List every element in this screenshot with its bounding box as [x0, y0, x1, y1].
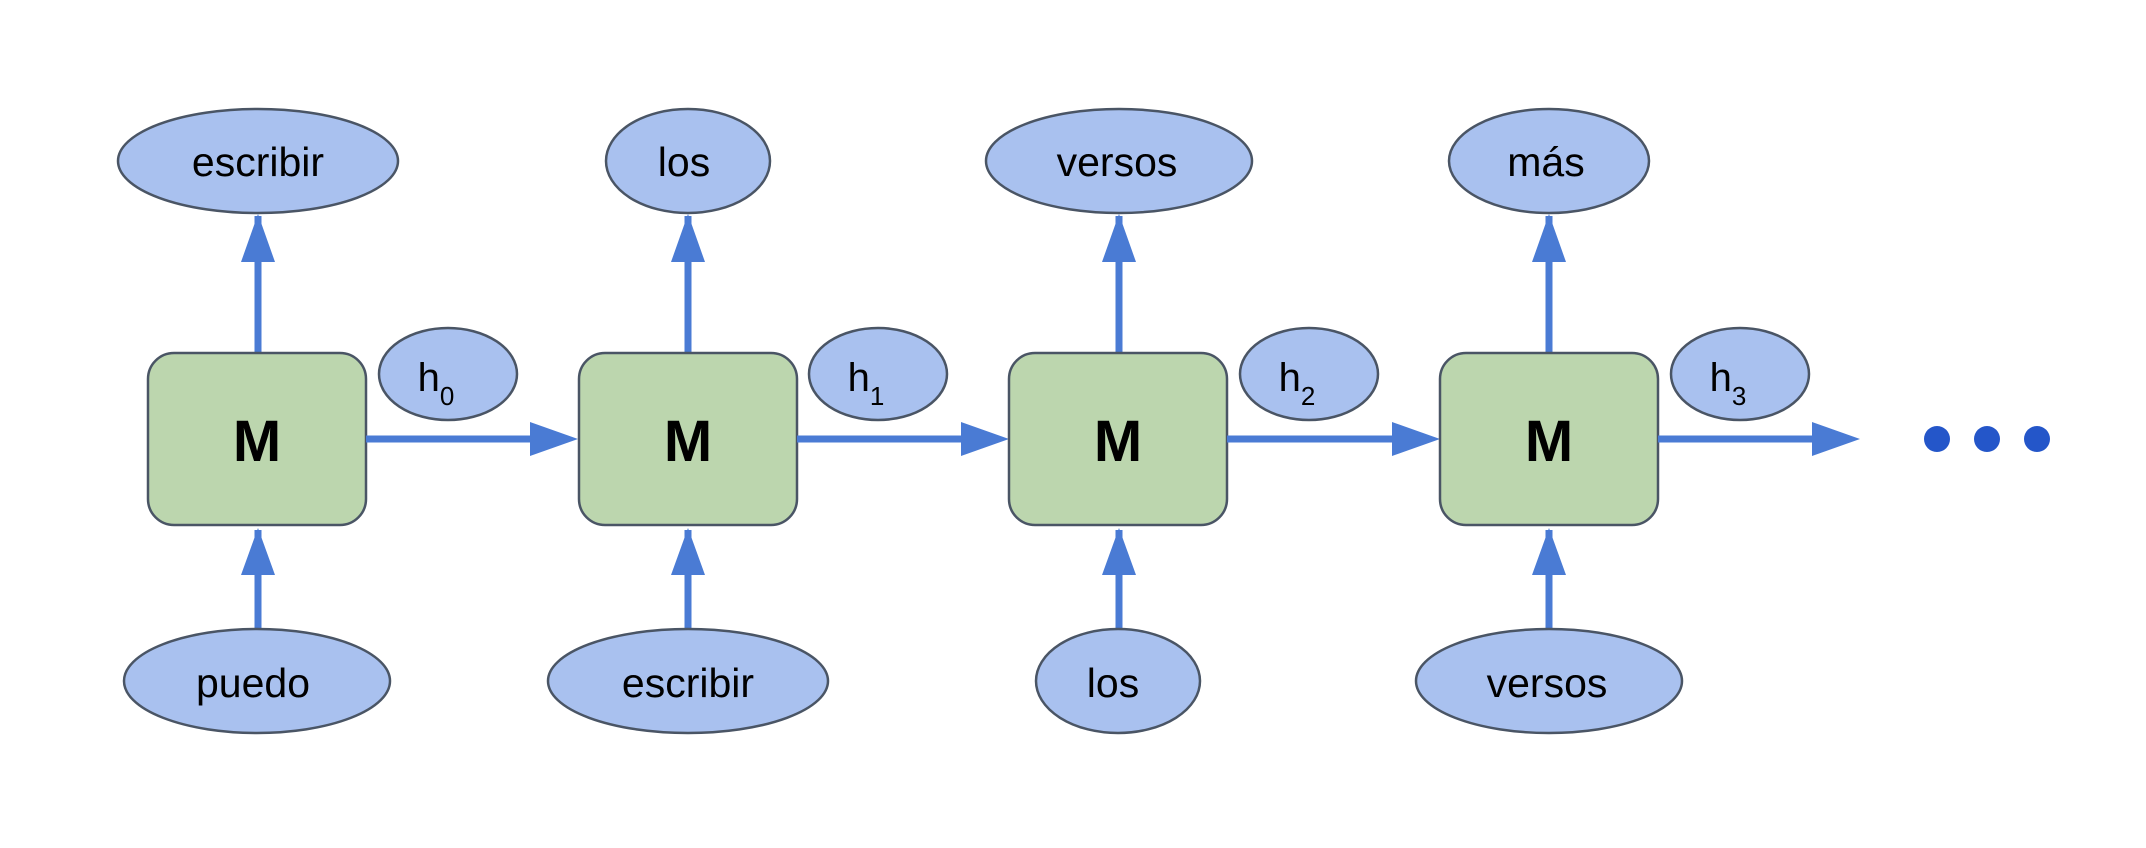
hidden-state-1	[807, 326, 949, 422]
input-token-0-label: puedo	[196, 660, 310, 706]
ellipsis-dot-2	[1974, 426, 2000, 452]
input-arrowhead-2	[1102, 528, 1136, 575]
step-2: versos M los h2	[984, 107, 1440, 735]
hidden-state-0-base: h	[418, 356, 440, 400]
hidden-state-2-label: h2	[1279, 356, 1316, 411]
step-0: escribir M puedo h0	[116, 107, 578, 735]
input-token-1	[546, 627, 830, 735]
input-arrowhead-3	[1532, 528, 1566, 575]
hidden-state-2-subscript: 2	[1301, 381, 1315, 411]
output-token-3	[1447, 107, 1651, 215]
ellipsis-dot-1	[1924, 426, 1950, 452]
hidden-state-3-subscript: 3	[1732, 381, 1746, 411]
ellipsis-icon	[1924, 426, 2050, 452]
input-arrowhead-0	[241, 528, 275, 575]
hidden-state-3-label: h3	[1710, 356, 1747, 411]
hidden-state-3	[1669, 326, 1811, 422]
hidden-state-3-base: h	[1710, 356, 1732, 400]
model-cell-3-label: M	[1525, 409, 1573, 474]
step-3: más M versos h3	[1414, 107, 1860, 735]
hidden-state-1-base: h	[848, 356, 870, 400]
recurrent-arrowhead-1	[961, 422, 1009, 456]
output-arrowhead-1	[671, 214, 705, 262]
input-token-1-label: escribir	[622, 660, 754, 706]
output-arrowhead-2	[1102, 214, 1136, 262]
output-token-3-label: más	[1507, 139, 1584, 185]
model-cell-1-label: M	[664, 409, 712, 474]
output-arrowhead-3	[1532, 214, 1566, 262]
hidden-state-2	[1238, 326, 1380, 422]
input-token-0	[122, 627, 392, 735]
hidden-state-1-label: h1	[848, 356, 885, 411]
input-token-3	[1414, 627, 1684, 735]
hidden-state-0-subscript: 0	[440, 381, 454, 411]
model-cell-2-label: M	[1094, 409, 1142, 474]
output-token-0	[116, 107, 400, 215]
recurrent-arrowhead-3	[1812, 422, 1860, 456]
output-token-2	[984, 107, 1254, 215]
input-token-2-label: los	[1087, 660, 1139, 706]
recurrent-arrowhead-2	[1392, 422, 1440, 456]
model-cell-0-label: M	[233, 409, 281, 474]
output-arrowhead-0	[241, 214, 275, 262]
input-arrowhead-1	[671, 528, 705, 575]
output-token-1-label: los	[658, 139, 710, 185]
hidden-state-2-base: h	[1279, 356, 1301, 400]
ellipsis-dot-3	[2024, 426, 2050, 452]
hidden-state-0-label: h0	[418, 356, 455, 411]
hidden-state-0	[377, 326, 519, 422]
hidden-state-1-subscript: 1	[870, 381, 884, 411]
output-token-0-label: escribir	[192, 139, 324, 185]
input-token-3-label: versos	[1487, 660, 1608, 706]
recurrent-arrowhead-0	[530, 422, 578, 456]
input-token-2	[1034, 627, 1202, 735]
output-token-2-label: versos	[1057, 139, 1178, 185]
output-token-1	[604, 107, 772, 215]
step-1: los M escribir h1	[546, 107, 1009, 735]
